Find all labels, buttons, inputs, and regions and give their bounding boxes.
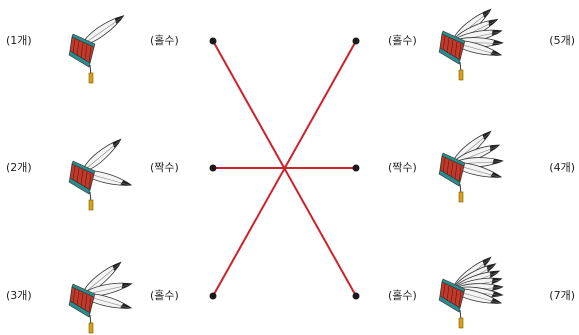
right-parity-label-3: (홀수) bbox=[388, 289, 417, 302]
left-parity-label-2: (짝수) bbox=[150, 161, 179, 174]
left-count-label-2: (2개) bbox=[6, 161, 32, 174]
endpoint-dot-left-2 bbox=[209, 164, 217, 172]
right-count-label-1: (5개) bbox=[549, 34, 575, 47]
right-count-label-2: (4개) bbox=[549, 161, 575, 174]
feather-icon bbox=[81, 138, 122, 173]
endpoint-dot-left-1 bbox=[209, 37, 217, 45]
endpoint-dot-right-3 bbox=[352, 292, 360, 300]
left-count-label-3: (3개) bbox=[6, 289, 32, 302]
left-parity-label-1: (홀수) bbox=[150, 34, 179, 47]
left-parity-label-3: (홀수) bbox=[150, 289, 179, 302]
headdress-right-2 bbox=[438, 130, 504, 203]
headdress-left-2 bbox=[68, 138, 133, 211]
headdress-right-3 bbox=[438, 256, 504, 329]
headdress-right-1 bbox=[438, 8, 504, 81]
feather-icon bbox=[81, 15, 125, 46]
endpoint-dot-right-1 bbox=[352, 37, 360, 45]
right-parity-label-2: (짝수) bbox=[388, 161, 417, 174]
headdress-left-1 bbox=[68, 15, 125, 84]
endpoint-dot-right-2 bbox=[352, 164, 360, 172]
right-count-label-3: (7개) bbox=[549, 289, 575, 302]
left-count-label-1: (1개) bbox=[6, 34, 32, 47]
right-parity-label-1: (홀수) bbox=[388, 34, 417, 47]
feather-icon bbox=[451, 162, 503, 178]
headdress-left-3 bbox=[68, 261, 133, 334]
endpoint-dot-left-3 bbox=[209, 292, 217, 300]
connection-line-3 bbox=[212, 40, 357, 297]
